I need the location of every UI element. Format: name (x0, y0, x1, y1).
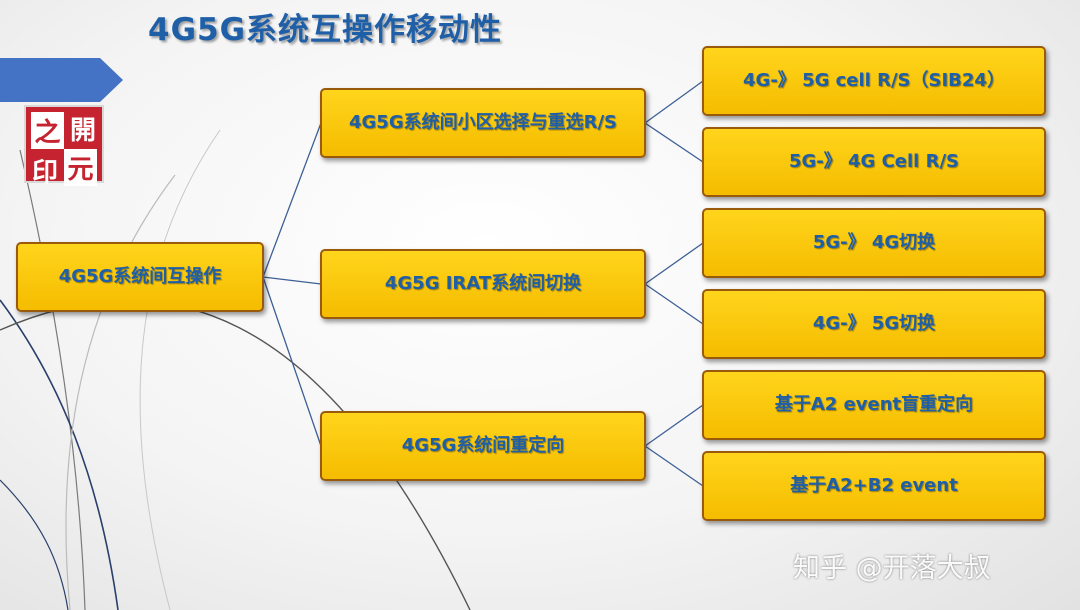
leaf-4g-5g-cell-rs: 4G-》 5G cell R/S（SIB24） (702, 46, 1046, 116)
leaf-5g-4g-handover: 5G-》 4G切换 (702, 208, 1046, 278)
seal-char: 開 (69, 115, 96, 146)
seal-logo: 之 開 印 元 (26, 107, 102, 188)
seal-char: 之 (31, 112, 64, 149)
leaf-a2-redirect: 基于A2 event盲重定向 (702, 370, 1046, 440)
seal-char: 印 (31, 157, 58, 188)
leaf-4g-5g-handover: 4G-》 5G切换 (702, 289, 1046, 359)
leaf-a2-b2-event: 基于A2+B2 event (702, 451, 1046, 521)
leaf-5g-4g-cell-rs: 5G-》 4G Cell R/S (702, 127, 1046, 197)
watermark-text: 知乎 @开落大叔 (793, 553, 991, 584)
slide-title: 4G5G系统互操作移动性 (148, 12, 503, 48)
node-root: 4G5G系统间互操作 (16, 242, 264, 312)
node-redirection: 4G5G系统间重定向 (320, 411, 646, 481)
node-reselection: 4G5G系统间小区选择与重选R/S (320, 88, 646, 158)
seal-char: 元 (64, 149, 97, 186)
arrow-tab-icon (0, 58, 123, 102)
node-irat: 4G5G IRAT系统间切换 (320, 249, 646, 319)
